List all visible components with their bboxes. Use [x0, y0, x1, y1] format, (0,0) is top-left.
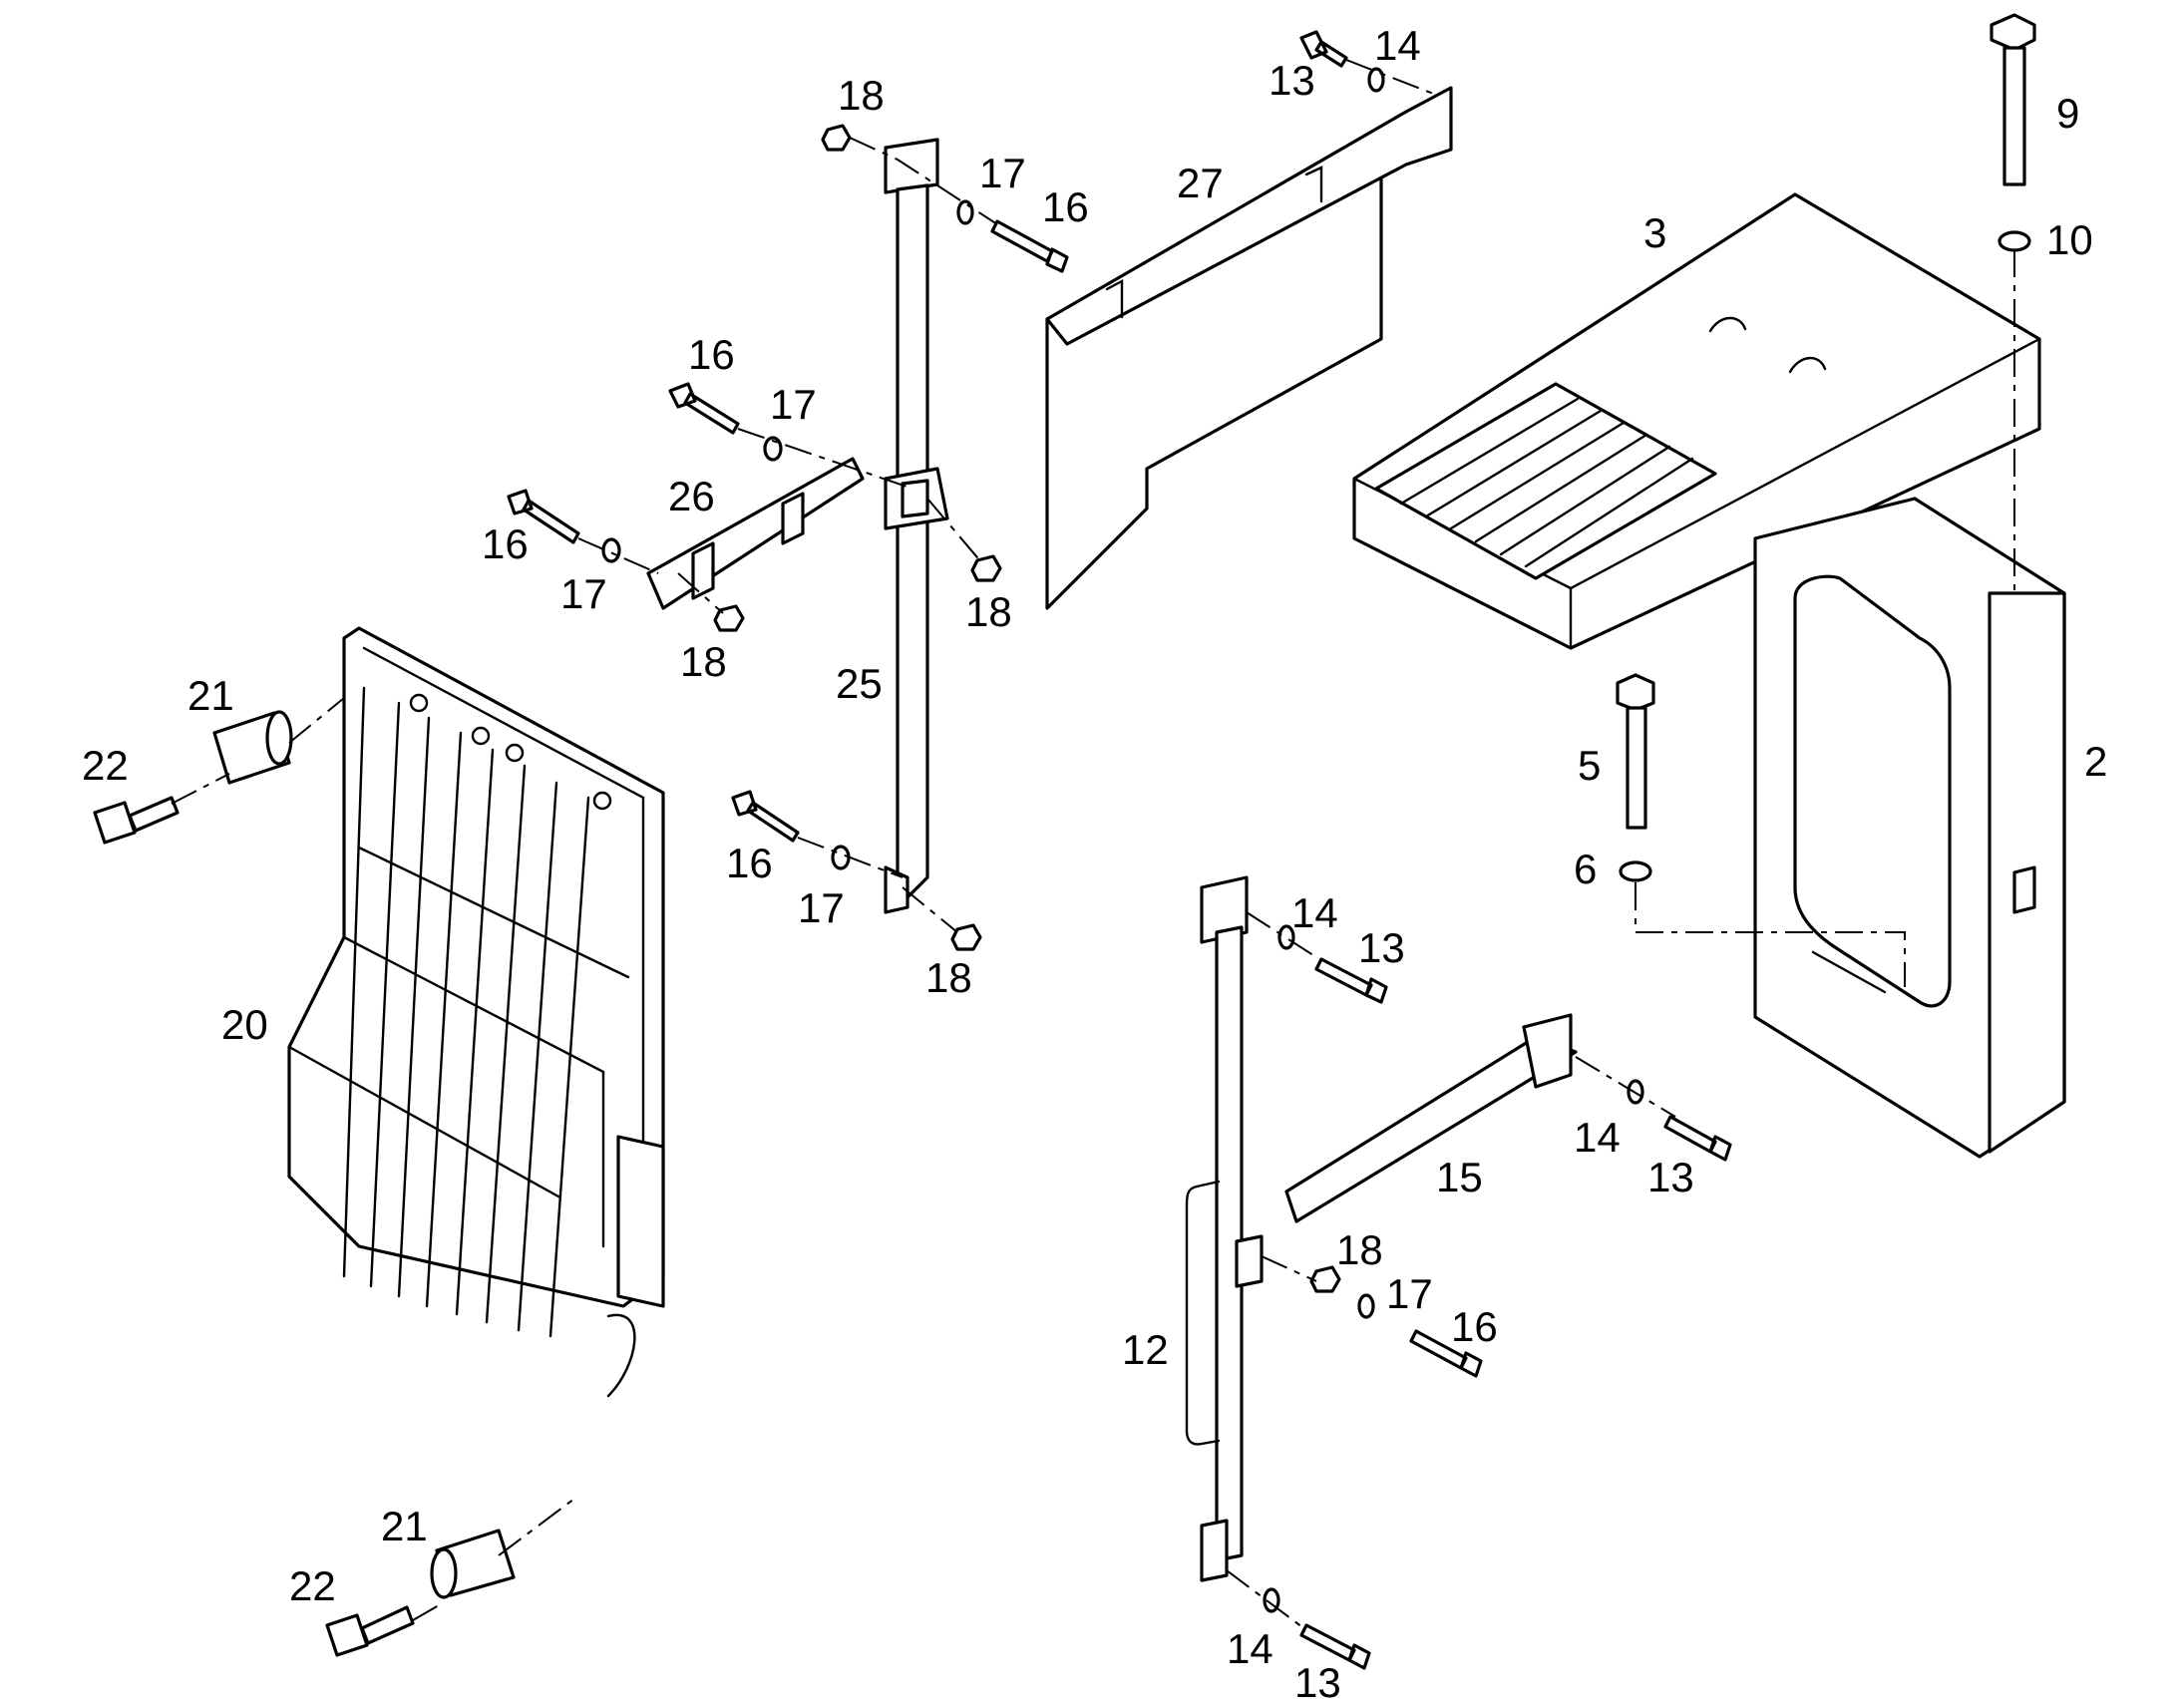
washer-part-14-top — [1367, 67, 1385, 93]
callout-18: 18 — [965, 588, 1012, 635]
bracket-part-25 — [884, 138, 949, 914]
callout-16: 16 — [482, 520, 529, 567]
grille-bars — [342, 686, 630, 1338]
platform-part-3 — [1352, 192, 2041, 650]
bolt-part-13-strut — [1663, 1115, 1732, 1162]
bolt-part-13-ladder — [1314, 957, 1388, 1004]
callout-20: 20 — [221, 1001, 268, 1048]
callout-9: 9 — [2056, 90, 2079, 137]
callout-17: 17 — [979, 150, 1026, 196]
callout-16: 16 — [1451, 1303, 1498, 1350]
callout-3: 3 — [1643, 209, 1666, 256]
callout-14: 14 — [1227, 1625, 1273, 1672]
callout-18: 18 — [925, 954, 972, 1001]
assembly-lines — [171, 59, 2015, 1631]
washer-part-14-ladder — [1277, 924, 1295, 950]
callout-25: 25 — [836, 660, 883, 707]
washer-part-17-ladder — [1357, 1293, 1375, 1319]
callouts: 18 14 13 9 17 16 27 3 10 16 17 26 16 17 … — [82, 22, 2107, 1706]
ladder-part-12 — [1185, 875, 1264, 1582]
callout-16: 16 — [688, 331, 735, 378]
callout-17: 17 — [1386, 1270, 1433, 1317]
callout-12: 12 — [1122, 1326, 1169, 1373]
callout-22: 22 — [82, 742, 129, 789]
callout-6: 6 — [1574, 846, 1597, 892]
callout-13: 13 — [1294, 1659, 1341, 1706]
bolt-part-13-top — [1299, 30, 1348, 68]
nut-part-18-ladder — [1309, 1265, 1341, 1293]
callout-14: 14 — [1574, 1114, 1621, 1161]
washer-part-6 — [1619, 860, 1652, 882]
washer-part-17-left — [601, 537, 621, 563]
callout-21: 21 — [381, 1503, 428, 1549]
bolt-part-16-mid — [668, 382, 740, 435]
callout-17: 17 — [770, 381, 817, 428]
bracket-part-26 — [646, 457, 865, 610]
bolt-part-16-top — [990, 219, 1069, 273]
callout-13: 13 — [1269, 57, 1315, 104]
callout-14: 14 — [1291, 889, 1338, 936]
bolt-part-22-upper — [93, 796, 180, 845]
callout-27: 27 — [1177, 160, 1224, 206]
callout-21: 21 — [187, 672, 234, 719]
fasteners — [507, 30, 1732, 1670]
housing-part-2 — [1753, 497, 2066, 1159]
washer-part-17-mid — [763, 436, 783, 462]
callout-18: 18 — [838, 72, 885, 119]
callout-16: 16 — [726, 840, 773, 886]
callout-17: 17 — [798, 884, 845, 931]
bolt-part-9 — [1990, 13, 2036, 186]
washer-part-10 — [1998, 230, 2031, 252]
nut-part-18-mid — [970, 554, 1002, 582]
nut-part-18-low — [950, 923, 982, 951]
callout-22: 22 — [289, 1562, 336, 1609]
callout-13: 13 — [1358, 924, 1405, 971]
panel-part-27 — [1045, 86, 1453, 610]
callout-18: 18 — [680, 638, 727, 685]
callout-14: 14 — [1374, 22, 1421, 69]
callout-13: 13 — [1647, 1154, 1694, 1200]
callout-10: 10 — [2046, 216, 2093, 263]
bolt-part-16-low — [731, 790, 800, 843]
callout-26: 26 — [668, 473, 715, 519]
platform-tread-lines — [1399, 397, 1694, 568]
spacer-part-21-upper — [212, 710, 293, 785]
bolt-part-13-bottom — [1299, 1623, 1371, 1670]
callout-18: 18 — [1336, 1226, 1383, 1273]
spacer-part-21-lower — [430, 1529, 516, 1599]
callout-5: 5 — [1578, 742, 1601, 789]
callout-15: 15 — [1436, 1154, 1483, 1200]
bolt-part-16-ladder — [1409, 1329, 1483, 1378]
callout-16: 16 — [1042, 183, 1089, 230]
bolt-part-5 — [1616, 673, 1655, 830]
callout-2: 2 — [2084, 738, 2107, 785]
grille-part-20 — [287, 626, 665, 1398]
callout-17: 17 — [560, 570, 607, 617]
washer-part-17-low — [831, 845, 851, 870]
nut-part-18-top — [821, 124, 852, 152]
strut-part-15 — [1284, 1013, 1578, 1223]
washer-part-17-top — [956, 199, 974, 225]
bolt-part-16-left — [507, 489, 580, 544]
bolt-part-22-lower — [325, 1605, 415, 1657]
